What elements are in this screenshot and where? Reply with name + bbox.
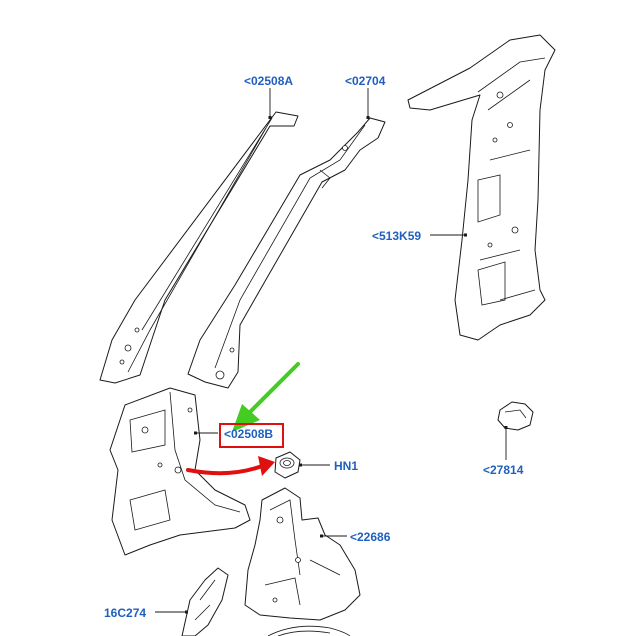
callout-22686[interactable]: <22686 (350, 530, 391, 544)
part-02508B (109, 387, 251, 556)
callout-02704[interactable]: <02704 (345, 74, 386, 88)
callout-513K59[interactable]: <513K59 (372, 229, 422, 243)
callout-16C274[interactable]: 16C274 (104, 606, 147, 620)
part-27814 (497, 401, 534, 431)
callout-02508B[interactable]: <02508B (224, 427, 274, 441)
part-HN1-nut (274, 451, 301, 479)
part-02704 (187, 117, 386, 389)
callout-HN1[interactable]: HN1 (334, 459, 359, 473)
fender-arc (267, 625, 351, 636)
fender-arc-inner (277, 630, 331, 636)
red-arrow (186, 456, 275, 476)
part-513K59 (407, 34, 556, 341)
part-16C274 (181, 567, 229, 636)
highlight-box-02508B (219, 423, 284, 448)
callout-27814[interactable]: <27814 (483, 463, 524, 477)
callout-02508A[interactable]: <02508A (244, 74, 294, 88)
part-22686 (244, 487, 361, 621)
part-02508A (99, 111, 299, 384)
leader-lines (155, 88, 508, 614)
green-arrow (232, 362, 300, 432)
